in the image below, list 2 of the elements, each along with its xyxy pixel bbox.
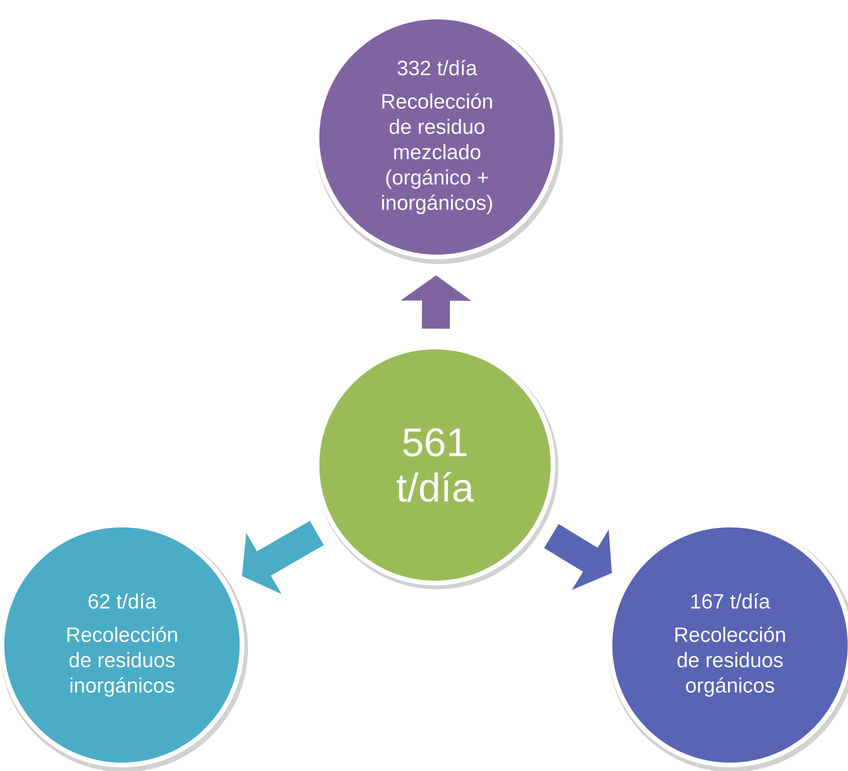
circle-node: 332 t/día Recolección de residuo mezclado (orgánico + inorgánicos) [314, 14, 563, 264]
circle-node: 561 t/día [314, 344, 558, 590]
